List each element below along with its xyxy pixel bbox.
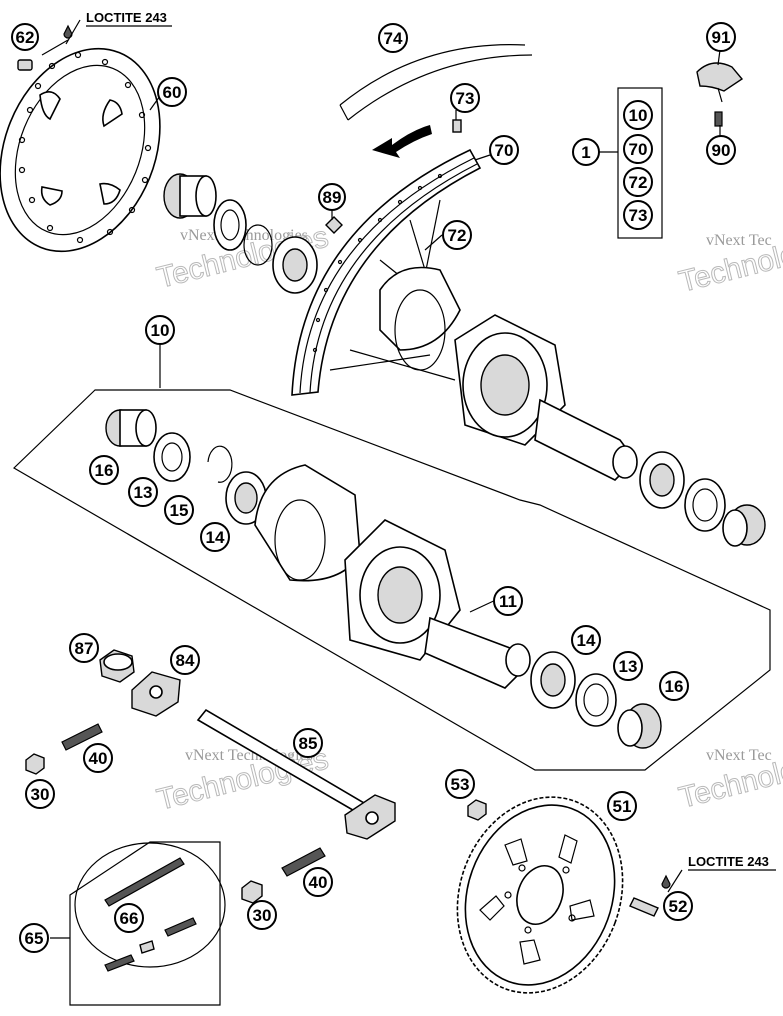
svg-text:40: 40	[309, 873, 328, 892]
callout-15: 15	[164, 495, 194, 525]
callout-74: 74	[378, 23, 408, 53]
axle-parts	[25, 649, 396, 904]
svg-text:62: 62	[16, 28, 35, 47]
tire	[339, 44, 533, 121]
kit-callout-72: 72	[623, 167, 653, 197]
svg-text:16: 16	[95, 461, 114, 480]
loctite-label-top: LOCTITE 243	[86, 10, 167, 25]
disc-bolt-icon	[17, 59, 33, 71]
callout-13b: 13	[613, 651, 643, 681]
kit-box	[617, 87, 663, 239]
callout-90: 90	[706, 135, 736, 165]
svg-text:16: 16	[665, 677, 684, 696]
hub-group-outline	[13, 389, 771, 771]
callout-89: 89	[318, 183, 346, 211]
watermark-text: vNext Tec	[706, 747, 772, 764]
svg-text:10: 10	[629, 106, 648, 125]
svg-text:13: 13	[134, 483, 153, 502]
kit-callout-70: 70	[623, 134, 653, 164]
svg-text:52: 52	[669, 897, 688, 916]
callout-62: 62	[11, 23, 39, 51]
loctite-label-bottom: LOCTITE 243	[688, 854, 769, 869]
callout-13: 13	[128, 477, 158, 507]
svg-text:13: 13	[619, 657, 638, 676]
callout-53: 53	[445, 769, 475, 799]
callout-30b: 30	[247, 900, 277, 930]
svg-text:60: 60	[163, 83, 182, 102]
callout-65: 65	[19, 923, 49, 953]
callout-84: 84	[170, 645, 200, 675]
svg-text:15: 15	[170, 501, 189, 520]
callout-60: 60	[157, 77, 187, 107]
callout-40b: 40	[303, 867, 333, 897]
svg-text:65: 65	[25, 929, 44, 948]
svg-text:89: 89	[323, 188, 342, 207]
callout-16b: 16	[659, 671, 689, 701]
lower-hub	[105, 409, 662, 749]
svg-text:70: 70	[629, 140, 648, 159]
callout-73: 73	[450, 83, 480, 113]
callout-66: 66	[114, 903, 144, 933]
callout-1: 1	[572, 138, 600, 166]
watermark-text: vNext Tec	[706, 232, 772, 249]
svg-text:30: 30	[31, 785, 50, 804]
rotation-arrow-icon	[372, 125, 432, 158]
callout-10: 10	[145, 315, 175, 345]
svg-text:10: 10	[151, 321, 170, 340]
callout-70: 70	[489, 135, 519, 165]
callout-87: 87	[69, 633, 99, 663]
svg-text:70: 70	[495, 141, 514, 160]
svg-text:84: 84	[176, 651, 195, 670]
valve-assembly	[696, 62, 744, 127]
chain-kit	[50, 841, 226, 1006]
svg-text:14: 14	[577, 631, 596, 650]
callout-40: 40	[83, 743, 113, 773]
valve-cap-icon	[325, 216, 343, 234]
wheel-rim	[291, 148, 482, 396]
svg-text:40: 40	[89, 749, 108, 768]
callout-30: 30	[25, 779, 55, 809]
brake-disc	[0, 19, 161, 253]
spoke-nipple-icon	[452, 119, 462, 133]
sprocket	[456, 796, 683, 994]
svg-text:73: 73	[456, 89, 475, 108]
callout-14b: 14	[571, 625, 601, 655]
svg-text:72: 72	[448, 226, 467, 245]
svg-text:11: 11	[499, 592, 517, 611]
svg-text:73: 73	[629, 206, 648, 225]
callout-16: 16	[89, 455, 119, 485]
svg-text:1: 1	[581, 143, 590, 162]
svg-text:53: 53	[451, 775, 470, 794]
svg-text:30: 30	[253, 906, 272, 925]
svg-text:72: 72	[629, 173, 648, 192]
svg-text:91: 91	[712, 28, 731, 47]
svg-text:90: 90	[712, 141, 731, 160]
loctite-drop-icon	[661, 874, 671, 889]
svg-text:74: 74	[384, 29, 403, 48]
callout-52: 52	[663, 891, 693, 921]
svg-text:66: 66	[120, 909, 139, 928]
callout-91: 91	[706, 22, 736, 52]
svg-text:85: 85	[299, 734, 318, 753]
callout-14: 14	[200, 522, 230, 552]
callout-85: 85	[293, 728, 323, 758]
callout-51: 51	[607, 791, 637, 821]
kit-callout-73: 73	[623, 200, 653, 230]
callout-72: 72	[442, 220, 472, 250]
svg-text:87: 87	[75, 639, 94, 658]
callout-11: 11	[493, 586, 523, 616]
kit-callout-10: 10	[623, 100, 653, 130]
svg-text:14: 14	[206, 528, 225, 547]
svg-text:51: 51	[613, 797, 632, 816]
upper-hub	[163, 173, 766, 547]
